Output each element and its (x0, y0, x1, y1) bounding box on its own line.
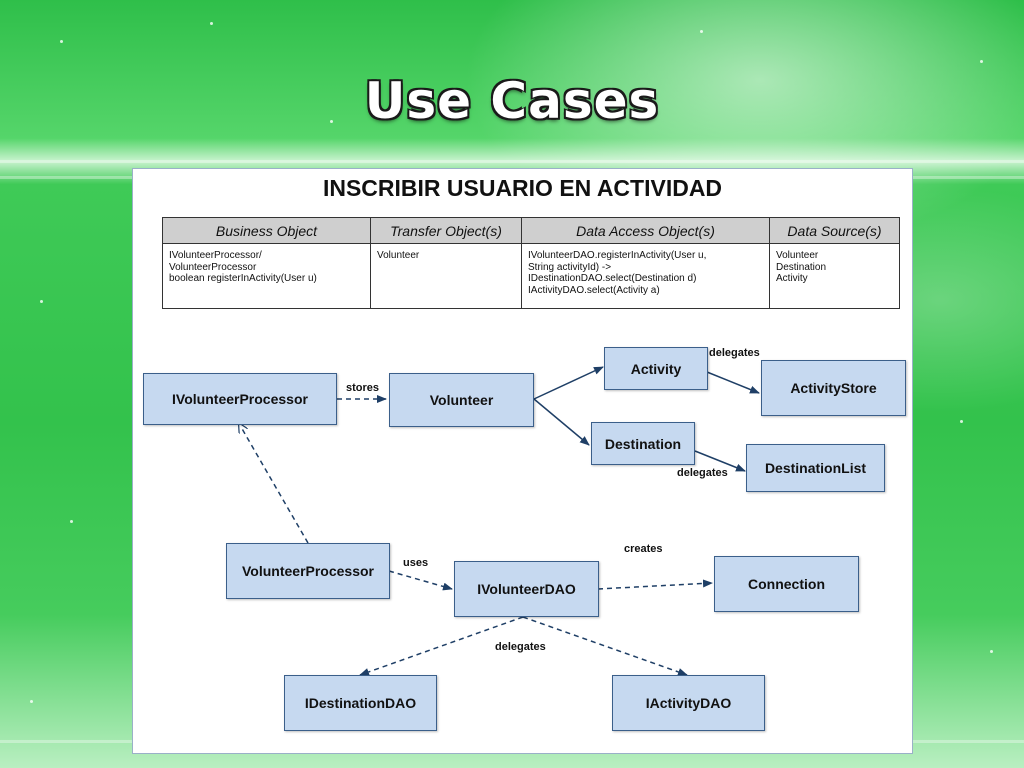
background-dot (980, 60, 983, 63)
node-activity: Activity (604, 347, 708, 390)
node-volunteer-processor: VolunteerProcessor (226, 543, 390, 599)
label-uses: uses (403, 557, 429, 569)
label-creates: creates (624, 543, 663, 555)
label-stores: stores (346, 382, 380, 394)
edge-destination-list (694, 450, 746, 472)
edge-uses (388, 570, 453, 591)
background-dot (700, 30, 703, 33)
edge-delegates-iactivity (522, 616, 688, 676)
node-activity-store: ActivityStore (761, 360, 906, 416)
header-data-access-objects: Data Access Object(s) (521, 217, 770, 244)
background-dot (40, 300, 43, 303)
node-destination-list: DestinationList (746, 444, 885, 492)
background-dot (30, 700, 33, 703)
node-volunteer: Volunteer (389, 373, 534, 427)
cell-data-access-objects: IVolunteerDAO.registerInActivity(User u,… (521, 243, 770, 309)
background-dot (330, 120, 333, 123)
cell-business-object: IVolunteerProcessor/ VolunteerProcessor … (162, 243, 371, 309)
node-iactivity-dao: IActivityDAO (612, 675, 765, 731)
node-idestination-dao: IDestinationDAO (284, 675, 437, 731)
label-delegates-destination: delegates (677, 467, 728, 479)
node-destination: Destination (591, 422, 695, 465)
cell-transfer-objects: Volunteer (370, 243, 522, 309)
background-dot (990, 650, 993, 653)
node-connection: Connection (714, 556, 859, 612)
edge-volunteer-destination (533, 398, 590, 446)
dao-table-header-row: Business Object Transfer Object(s) Data … (162, 217, 900, 244)
background-dot (70, 520, 73, 523)
background-dot (210, 22, 213, 25)
node-ivolunteer-dao: IVolunteerDAO (454, 561, 599, 617)
diagram-edges (133, 366, 760, 676)
edge-realizes (241, 427, 309, 544)
dao-table-row: IVolunteerProcessor/ VolunteerProcessor … (162, 243, 900, 309)
background-dot (960, 420, 963, 423)
dao-table: Business Object Transfer Object(s) Data … (162, 217, 900, 309)
header-transfer-objects: Transfer Object(s) (370, 217, 522, 244)
node-ivolunteer-processor: IVolunteerProcessor (143, 373, 337, 425)
edge-creates (597, 579, 713, 590)
background-stripe (0, 160, 1024, 163)
cell-data-sources: Volunteer Destination Activity (769, 243, 900, 309)
diagram-title: INSCRIBIR USUARIO EN ACTIVIDAD (322, 175, 723, 201)
slide-title: Use Cases (364, 72, 660, 130)
background-dot (60, 40, 63, 43)
label-delegates-dao: delegates (495, 641, 546, 653)
edge-activity-store (706, 371, 760, 394)
label-delegates-activity: delegates (709, 347, 760, 359)
header-business-object: Business Object (162, 217, 371, 244)
diagram-panel: INSCRIBIR USUARIO EN ACTIVIDAD Business … (132, 168, 913, 754)
edge-delegates-idestination (359, 616, 524, 676)
edge-volunteer-activity (533, 366, 604, 400)
header-data-sources: Data Source(s) (769, 217, 900, 244)
